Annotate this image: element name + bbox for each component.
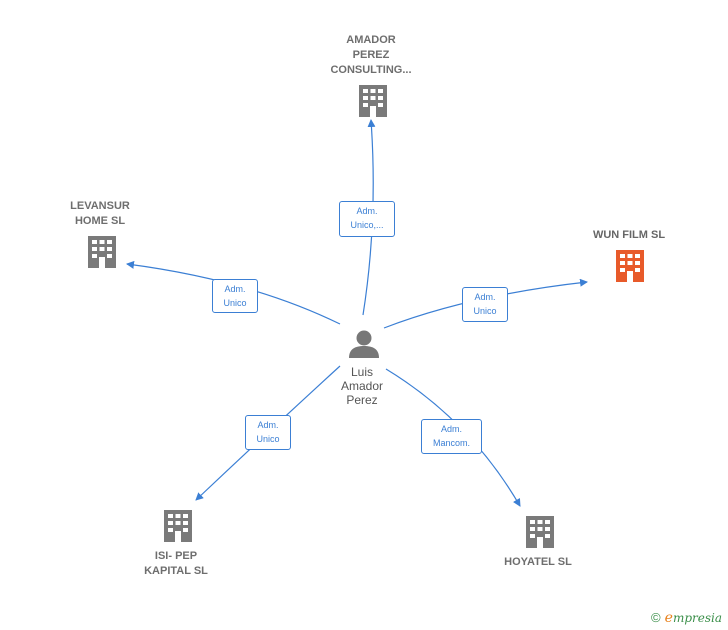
building-icon[interactable] — [359, 85, 387, 117]
person-name-line: Perez — [346, 393, 378, 407]
company-name-line: PEREZ — [352, 49, 390, 61]
company-label-amador[interactable]: AMADOR PEREZ CONSULTING... — [321, 33, 421, 78]
edge-role-line: Mancom. — [432, 438, 470, 448]
edge-role-line: Unico — [473, 306, 497, 316]
company-name-line: HOME SL — [74, 215, 126, 227]
edge-role-line: Unico,... — [350, 220, 384, 230]
edge-label-amador[interactable]: Adm. Unico,... — [339, 201, 395, 237]
company-name-line: WUN FILM SL — [592, 229, 666, 241]
edge-role-line: Adm. — [474, 292, 496, 302]
person-name-line: Luis — [350, 365, 373, 379]
building-icon[interactable] — [88, 236, 116, 268]
company-label-wun[interactable]: WUN FILM SL — [574, 228, 684, 243]
company-name-line: HOYATEL SL — [504, 556, 572, 568]
person-icon[interactable] — [349, 330, 379, 359]
edge-role-line: Unico — [256, 434, 280, 444]
edge-label-hoyatel[interactable]: Adm. Mancom. — [421, 419, 482, 454]
edge-role-line: Unico — [223, 298, 247, 308]
edge-role-line: Adm. — [356, 206, 378, 216]
edge-label-wun[interactable]: Adm. Unico — [462, 287, 508, 322]
edge-role-line: Adm. — [440, 424, 462, 434]
building-icon-highlighted[interactable] — [616, 250, 644, 282]
person-label[interactable]: Luis Amador Perez — [326, 365, 398, 407]
building-icon[interactable] — [164, 510, 192, 542]
edge-label-levansur[interactable]: Adm. Unico — [212, 279, 258, 313]
copyright-icon: © — [651, 610, 661, 625]
company-name-line: ISI- PEP — [154, 550, 198, 562]
brand-name: mpresia — [672, 611, 722, 625]
company-label-isi[interactable]: ISI- PEP KAPITAL SL — [126, 549, 226, 579]
brand-logo: ©empresia — [651, 610, 722, 626]
company-name-line: LEVANSUR — [70, 200, 130, 212]
edge-label-isi[interactable]: Adm. Unico — [245, 415, 291, 450]
edge-role-line: Adm. — [224, 284, 246, 294]
company-label-levansur[interactable]: LEVANSUR HOME SL — [50, 199, 150, 229]
company-name-line: CONSULTING... — [330, 64, 412, 76]
person-name-line: Amador — [340, 379, 384, 393]
edge-role-line: Adm. — [257, 420, 279, 430]
company-label-hoyatel[interactable]: HOYATEL SL — [488, 555, 588, 570]
company-name-line: AMADOR — [346, 34, 396, 46]
brand-initial: e — [664, 610, 673, 626]
company-name-line: KAPITAL SL — [144, 565, 208, 577]
building-icon[interactable] — [526, 516, 554, 548]
